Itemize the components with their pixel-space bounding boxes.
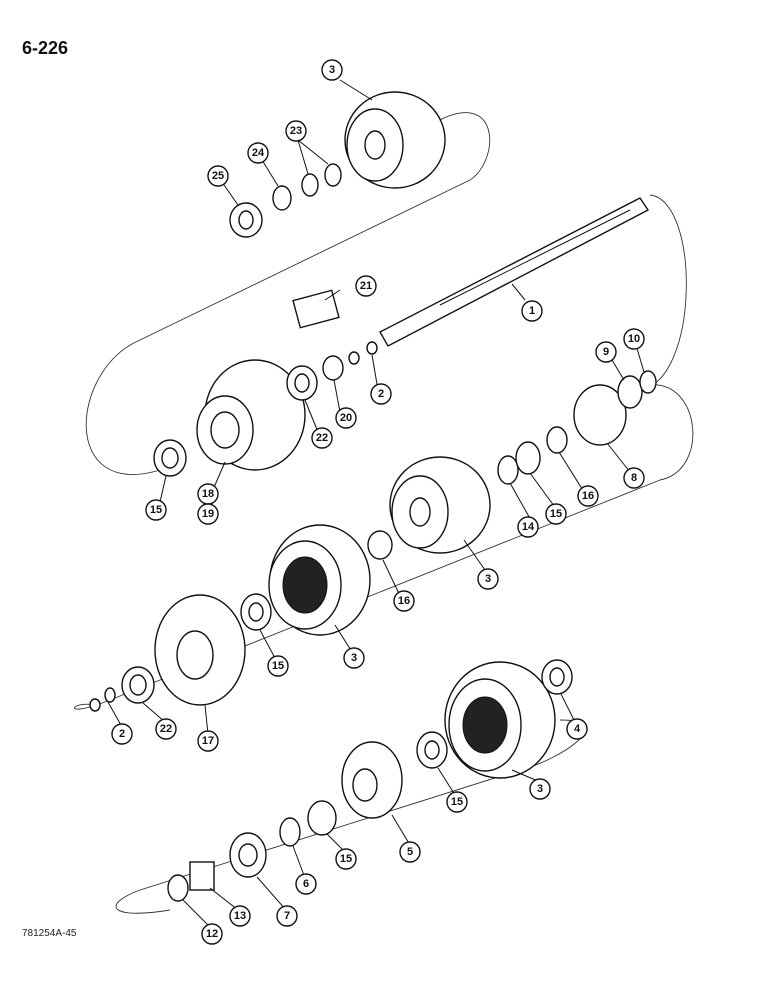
callout-7: 7 — [276, 905, 298, 927]
callout-21: 21 — [355, 275, 377, 297]
bearing-22-lower — [89, 666, 155, 712]
clutch-drum-3 — [268, 524, 371, 636]
lower-small-parts — [167, 800, 337, 902]
gear-5 — [341, 741, 403, 819]
svg-text:13: 13 — [234, 910, 246, 922]
svg-text:1: 1 — [529, 305, 535, 317]
callout-3-lower: 3 — [529, 778, 551, 800]
callout-14: 14 — [517, 516, 539, 538]
clutch-housing-middle — [389, 456, 491, 554]
bearing-25 — [229, 202, 263, 238]
callout-8: 8 — [623, 467, 645, 489]
callout-23: 23 — [285, 120, 307, 142]
svg-text:7: 7 — [284, 910, 290, 922]
svg-text:18: 18 — [202, 488, 214, 500]
callout-15-right: 15 — [545, 503, 567, 525]
svg-text:16: 16 — [582, 490, 594, 502]
gear-17 — [154, 594, 246, 706]
callout-24: 24 — [247, 142, 269, 164]
svg-text:22: 22 — [160, 723, 172, 735]
svg-text:15: 15 — [340, 853, 352, 865]
callout-15-bottom: 15 — [335, 848, 357, 870]
bearing-15-middle — [240, 593, 272, 631]
svg-text:24: 24 — [252, 147, 265, 159]
svg-text:5: 5 — [407, 846, 413, 858]
svg-text:19: 19 — [202, 508, 214, 520]
svg-text:15: 15 — [550, 508, 562, 520]
svg-text:17: 17 — [202, 735, 214, 747]
svg-text:8: 8 — [631, 472, 637, 484]
clutch-housing-top — [344, 91, 446, 189]
svg-text:10: 10 — [628, 333, 640, 345]
callout-3-middle: 3 — [477, 568, 499, 590]
callout-5: 5 — [399, 841, 421, 863]
callout-19: 19 — [197, 503, 219, 525]
callout-15-lower: 15 — [446, 791, 468, 813]
callout-20: 20 — [335, 407, 357, 429]
callout-2-lower: 2 — [111, 723, 133, 745]
rings-14-15-16 — [497, 426, 568, 485]
shaft-1 — [292, 197, 650, 347]
bearing-22-upper — [286, 341, 378, 401]
svg-text:6: 6 — [303, 878, 309, 890]
svg-text:21: 21 — [360, 280, 372, 292]
callout-22-lower: 22 — [155, 718, 177, 740]
callout-15-upper: 15 — [145, 499, 167, 521]
callout-3-drum: 3 — [343, 647, 365, 669]
callout-3-top: 3 — [321, 59, 343, 81]
bushing-16-middle — [367, 530, 393, 560]
svg-text:22: 22 — [316, 432, 328, 444]
svg-text:15: 15 — [272, 660, 284, 672]
page-number: 6-226 — [22, 38, 69, 58]
svg-text:23: 23 — [290, 125, 302, 137]
svg-text:25: 25 — [212, 170, 224, 182]
svg-text:20: 20 — [340, 412, 352, 424]
callout-9: 9 — [595, 341, 617, 363]
callout-17: 17 — [197, 730, 219, 752]
callout-4: 4 — [566, 718, 588, 740]
svg-text:12: 12 — [206, 928, 218, 940]
svg-text:3: 3 — [537, 783, 543, 795]
svg-text:15: 15 — [150, 504, 162, 516]
svg-text:3: 3 — [485, 573, 491, 585]
drawing-code: 781254A-45 — [22, 928, 77, 939]
svg-text:9: 9 — [603, 346, 609, 358]
gear-18-19 — [196, 359, 306, 471]
svg-text:2: 2 — [378, 388, 384, 400]
callout-1: 1 — [521, 300, 543, 322]
svg-text:3: 3 — [351, 652, 357, 664]
callout-16-right: 16 — [577, 485, 599, 507]
svg-text:3: 3 — [329, 64, 335, 76]
svg-text:15: 15 — [451, 796, 463, 808]
callout-15-middle: 15 — [267, 655, 289, 677]
gear-8 — [573, 370, 657, 446]
bearing-15-upper — [153, 439, 187, 477]
callout-13: 13 — [229, 905, 251, 927]
rings-23-24 — [272, 163, 342, 211]
callout-16-middle: 16 — [393, 590, 415, 612]
svg-text:16: 16 — [398, 595, 410, 607]
callout-18: 18 — [197, 483, 219, 505]
callout-12: 12 — [201, 923, 223, 945]
svg-text:4: 4 — [574, 723, 581, 735]
callout-6: 6 — [295, 873, 317, 895]
callout-10: 10 — [623, 328, 645, 350]
svg-text:2: 2 — [119, 728, 125, 740]
callout-25: 25 — [207, 165, 229, 187]
clutch-drum-lower — [444, 661, 556, 779]
bearing-15-lower — [416, 731, 448, 769]
bearing-4 — [541, 659, 573, 695]
callout-22-upper: 22 — [311, 427, 333, 449]
svg-text:14: 14 — [522, 521, 535, 533]
callout-2-upper: 2 — [370, 383, 392, 405]
